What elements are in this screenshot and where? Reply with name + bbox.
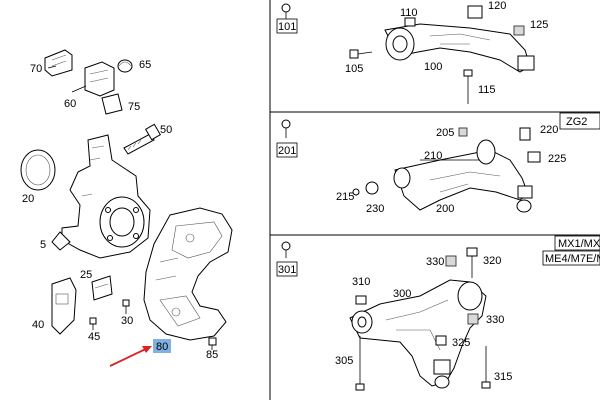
part-220-bushing[interactable] (519, 127, 531, 141)
box-me4 (542, 250, 600, 266)
box-101 (276, 18, 298, 34)
part-215-washer[interactable] (352, 188, 360, 196)
part-305-bolt[interactable] (355, 336, 365, 391)
part-30-screw[interactable] (122, 299, 130, 314)
label-325: 325 (452, 337, 470, 349)
part-200-control-arm[interactable] (393, 149, 533, 213)
label-330-a: 330 (426, 256, 444, 268)
label-225: 225 (548, 153, 566, 165)
part-25-shield[interactable] (91, 275, 113, 301)
part-315-bolt[interactable] (481, 346, 491, 389)
label-45: 45 (88, 331, 100, 343)
label-zg2: ZG2 (566, 116, 587, 128)
part-101-fastener[interactable] (281, 3, 291, 20)
part-225-nut[interactable] (527, 151, 541, 163)
part-310-nut[interactable] (355, 295, 367, 305)
label-105: 105 (345, 63, 363, 75)
box-zg2 (559, 112, 600, 130)
label-101: 101 (278, 21, 296, 33)
part-100-control-arm[interactable] (384, 23, 535, 73)
label-301: 301 (278, 264, 296, 276)
part-230-washer[interactable] (365, 181, 379, 195)
part-5-steering-knuckle[interactable] (51, 134, 151, 259)
part-70-bracket[interactable] (44, 49, 73, 77)
label-205: 205 (436, 127, 454, 139)
part-110-nut[interactable] (404, 17, 416, 27)
label-30: 30 (121, 315, 133, 327)
label-me4: ME4/M7E/M (545, 253, 600, 265)
label-mx1: MX1/MX (558, 238, 600, 250)
label-305: 305 (335, 355, 353, 367)
part-120-bushing[interactable] (467, 5, 483, 19)
label-201: 201 (278, 145, 296, 157)
box-mx1 (554, 235, 600, 251)
box-301 (276, 261, 298, 277)
part-330-nut-b[interactable] (467, 313, 479, 325)
part-75-clip[interactable] (101, 93, 123, 115)
part-320-bolt[interactable] (466, 247, 478, 278)
label-320: 320 (483, 255, 501, 267)
part-115-bolt[interactable] (463, 69, 473, 104)
part-105-bolt[interactable] (349, 49, 373, 59)
label-40: 40 (32, 319, 44, 331)
label-315: 315 (494, 371, 512, 383)
part-301-fastener[interactable] (281, 241, 291, 258)
part-125-nut[interactable] (513, 25, 525, 36)
label-310: 310 (352, 276, 370, 288)
part-65-cap[interactable] (117, 59, 133, 73)
label-20: 20 (22, 193, 34, 205)
label-65: 65 (139, 59, 151, 71)
label-85: 85 (206, 349, 218, 361)
label-230: 230 (366, 203, 384, 215)
label-50: 50 (160, 124, 172, 136)
part-40-bracket[interactable] (51, 277, 77, 335)
part-85-screw[interactable] (208, 337, 217, 350)
part-80-brake-shield[interactable] (143, 207, 233, 341)
label-75: 75 (128, 101, 140, 113)
label-5: 5 (40, 239, 46, 251)
part-205-bolt[interactable] (458, 127, 468, 137)
leader-60 (71, 85, 87, 93)
label-120: 120 (488, 0, 506, 12)
part-60-bracket[interactable] (84, 61, 115, 97)
label-330-b: 330 (486, 314, 504, 326)
label-100: 100 (424, 61, 442, 73)
label-25: 25 (80, 269, 92, 281)
part-20-ring[interactable] (20, 149, 56, 191)
part-300-control-arm[interactable] (349, 279, 487, 389)
label-80: 80 (156, 341, 168, 353)
part-201-fastener[interactable] (281, 119, 291, 138)
part-45-screw[interactable] (89, 317, 97, 330)
highlight-arrow (109, 346, 152, 367)
box-201 (276, 142, 298, 158)
part-210-bolt[interactable] (420, 139, 496, 165)
highlight-box-80 (153, 339, 171, 353)
label-60: 60 (64, 98, 76, 110)
label-220: 220 (540, 124, 558, 136)
part-50-bolt[interactable] (123, 123, 162, 155)
label-125: 125 (530, 19, 548, 31)
part-330-nut-a[interactable] (445, 255, 457, 267)
label-210: 210 (424, 150, 442, 162)
label-200: 200 (436, 203, 454, 215)
label-215: 215 (336, 191, 354, 203)
label-70: 70 (30, 63, 42, 75)
label-300: 300 (393, 288, 411, 300)
label-110: 110 (400, 7, 418, 19)
part-325-nut[interactable] (435, 335, 447, 346)
label-115: 115 (478, 84, 496, 96)
